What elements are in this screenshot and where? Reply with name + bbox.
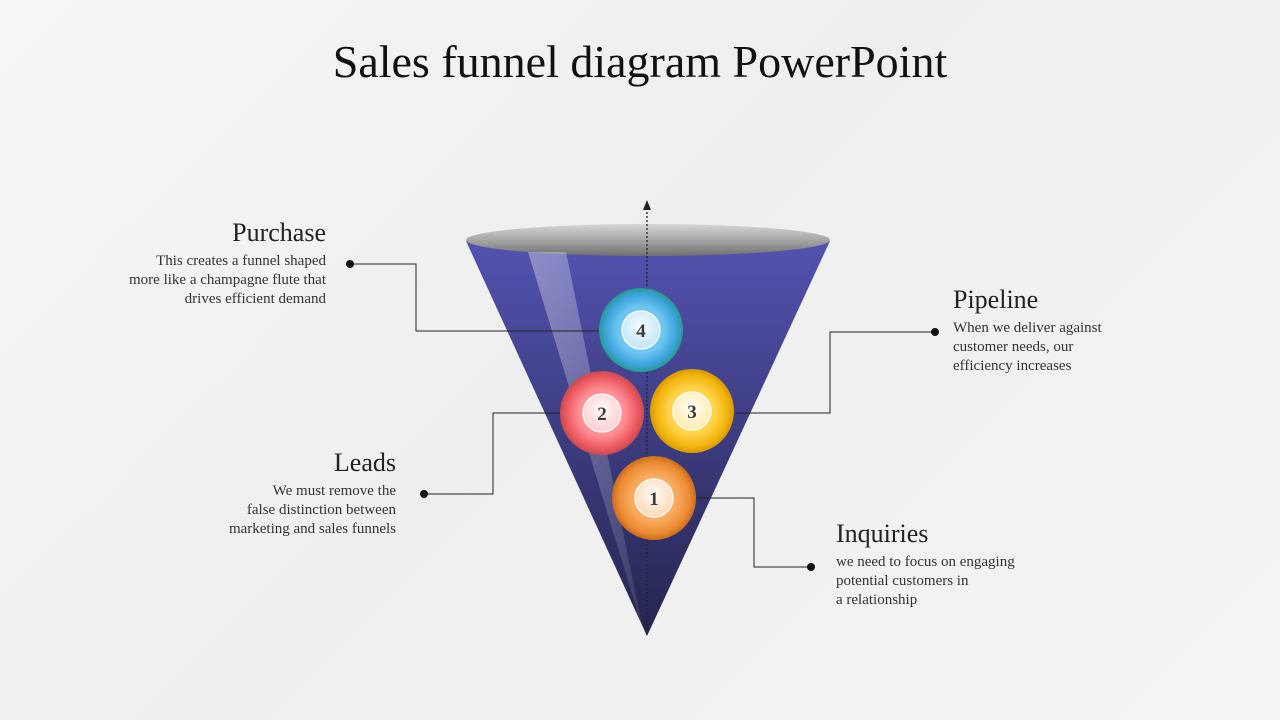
ball-number-leads: 2 — [597, 404, 607, 425]
stage-heading-inquiries: Inquiries — [836, 519, 929, 548]
connector-dot-pipeline — [931, 328, 939, 336]
stage-block-purchase: Purchase This creates a funnel shaped mo… — [60, 218, 326, 309]
slide-title: Sales funnel diagram PowerPoint — [332, 36, 948, 87]
stage-text-pipeline: When we deliver against customer needs, … — [953, 320, 1102, 374]
stage-ball-leads: 2 — [560, 371, 644, 455]
stage-text-purchase: This creates a funnel shaped more like a… — [129, 253, 326, 307]
stage-ball-purchase: 4 — [599, 288, 683, 372]
ball-number-purchase: 4 — [636, 321, 646, 342]
stage-block-leads: Leads We must remove the false distincti… — [130, 448, 396, 539]
stage-ball-pipeline: 3 — [650, 369, 734, 453]
connector-dot-inquiries — [807, 563, 815, 571]
axis-arrowhead — [643, 200, 651, 210]
stage-heading-leads: Leads — [333, 448, 396, 477]
funnel-rim — [466, 224, 830, 256]
stage-block-pipeline: Pipeline When we deliver against custome… — [953, 285, 1193, 376]
stage-block-inquiries: Inquiries we need to focus on engaging p… — [836, 519, 1076, 610]
connector-pipeline — [736, 331, 935, 414]
ball-number-inquiries: 1 — [649, 489, 659, 510]
stage-ball-inquiries: 1 — [612, 456, 696, 540]
connector-purchase — [350, 263, 601, 332]
connector-leads — [424, 412, 563, 495]
stage-heading-purchase: Purchase — [232, 218, 326, 247]
stage-heading-pipeline: Pipeline — [953, 285, 1039, 314]
stage-text-leads: We must remove the false distinction bet… — [228, 483, 396, 537]
connector-dot-purchase — [346, 260, 354, 268]
ball-number-pipeline: 3 — [687, 402, 697, 423]
stage-text-inquiries: we need to focus on engaging potential c… — [836, 554, 1015, 608]
connector-inquiries — [697, 497, 811, 568]
connector-dot-leads — [420, 490, 428, 498]
